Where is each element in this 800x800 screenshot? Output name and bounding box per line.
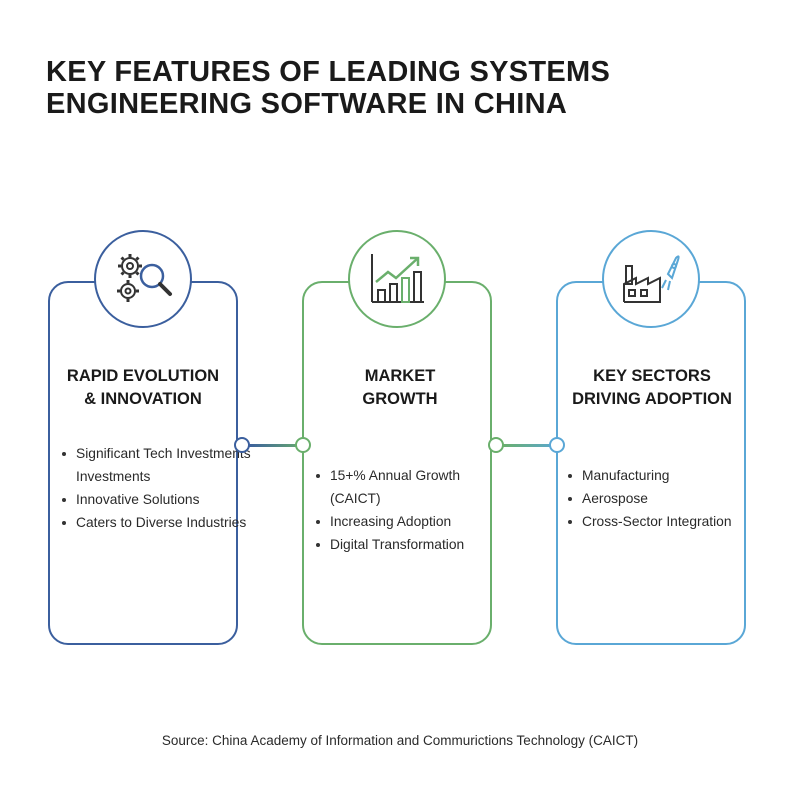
title-line-2: ENGINEERING SOFTWARE IN CHINA [46, 88, 568, 120]
connector-node [488, 437, 504, 453]
card-title-line: & INNOVATION [84, 390, 202, 408]
connector-line-2-3 [502, 444, 560, 447]
gears-magnifier-icon [117, 254, 172, 302]
card-rapid-evolution [48, 281, 238, 645]
card-title-line: GROWTH [362, 390, 438, 408]
connector-node [549, 437, 565, 453]
card-title-line: RAPID EVOLUTION [66, 367, 220, 385]
title-line-1: KEY FEATURES OF LEADING SYSTEMS [46, 56, 611, 88]
factory-rocket-icon [623, 255, 680, 303]
list-item: 15+% Annual Growth (CAICT) [316, 464, 496, 510]
connector-node [295, 437, 311, 453]
card-title-line: MARKET [364, 367, 436, 385]
icon-circle-3 [602, 230, 700, 328]
card-title-line: KEY SECTORS [593, 367, 711, 385]
list-item: Caters to Diverse Industries [62, 511, 272, 534]
card-title-key-sectors: KEY SECTORS DRIVING ADOPTION [537, 365, 767, 411]
connector-node [234, 437, 250, 453]
list-item: Manufacturing [568, 464, 748, 487]
bullet-list-rapid-evolution: Significant Tech Investments Investments… [62, 442, 272, 534]
list-item: Increasing Adoption [316, 510, 496, 533]
bullet-list-key-sectors: Manufacturing Aerospose Cross-Sector Int… [568, 464, 748, 533]
source-note: Source: China Academy of Information and… [161, 733, 639, 748]
list-item: Significant Tech Investments Investments [62, 442, 272, 488]
list-item: Innovative Solutions [62, 488, 272, 511]
card-title-rapid-evolution: RAPID EVOLUTION & INNOVATION [28, 365, 258, 411]
card-title-market-growth: MARKET GROWTH [285, 365, 515, 411]
growth-chart-icon [371, 254, 424, 303]
list-item: Cross-Sector Integration [568, 510, 748, 533]
list-item: Aerospose [568, 487, 748, 510]
card-key-sectors [556, 281, 746, 645]
page-title: KEY FEATURES OF LEADING SYSTEMS ENGINEER… [46, 56, 746, 120]
card-title-line: DRIVING ADOPTION [572, 390, 732, 408]
connector-line-1-2 [248, 444, 306, 447]
card-market-growth [302, 281, 492, 645]
bullet-list-market-growth: 15+% Annual Growth (CAICT) Increasing Ad… [316, 464, 496, 556]
list-item: Digital Transformation [316, 533, 496, 556]
icon-circle-1 [94, 230, 192, 328]
icon-circle-2 [348, 230, 446, 328]
